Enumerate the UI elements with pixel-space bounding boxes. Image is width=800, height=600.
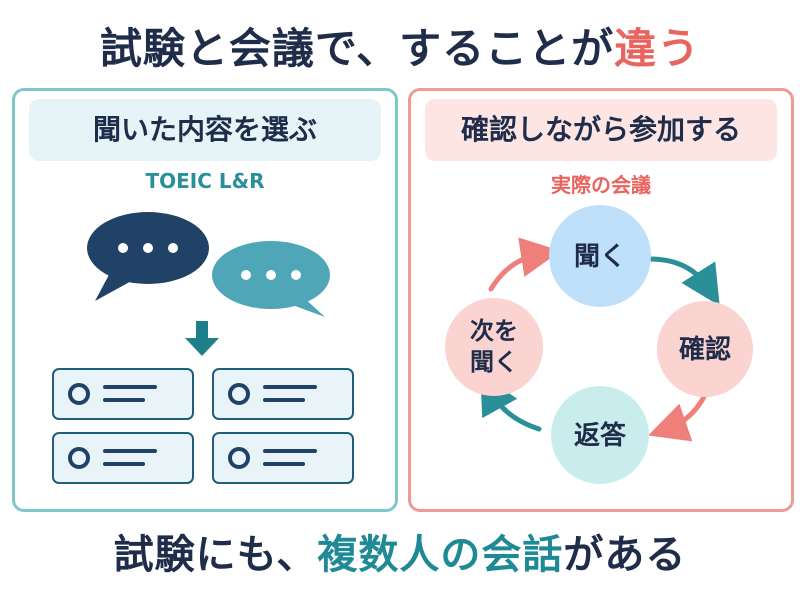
test-illustration <box>52 212 354 484</box>
footer-message: 試験にも、複数人の会話がある <box>0 520 800 590</box>
svg-text:聞く: 聞く <box>470 348 518 376</box>
meeting-panel-subheading: 実際の会議 <box>551 173 651 197</box>
cycle-arrow-icon <box>488 237 561 292</box>
cycle-node-listen: 聞く <box>549 205 651 307</box>
footer-text-before: 試験にも、 <box>113 532 318 578</box>
meeting-panel-heading: 確認しながら参加する <box>425 99 777 161</box>
meeting-panel: 確認しながら参加する 実際の会議 聞く 確認 返答 <box>408 88 794 512</box>
svg-text:次を: 次を <box>470 317 518 345</box>
answer-option-icon <box>212 432 354 484</box>
test-panel-subheading: TOEIC L&R <box>145 169 265 193</box>
svg-text:聞く: 聞く <box>574 242 626 272</box>
test-panel: 聞いた内容を選ぶ TOEIC L&R <box>12 88 398 512</box>
cycle-node-confirm: 確認 <box>657 301 753 397</box>
svg-text:確認: 確認 <box>679 334 731 365</box>
page-title: 試験と会議で、することが違う <box>0 14 800 84</box>
test-panel-heading: 聞いた内容を選ぶ <box>29 99 381 161</box>
speech-bubble-icon <box>212 241 330 317</box>
down-arrow-icon <box>185 321 219 356</box>
speech-bubble-icon <box>87 212 209 301</box>
answer-option-icon <box>52 432 194 484</box>
cycle-arrow-icon <box>647 256 720 306</box>
footer-text-emphasis: 複数人の会話 <box>317 532 564 578</box>
svg-text:返答: 返答 <box>574 420 627 451</box>
cycle-arrow-icon <box>480 373 542 432</box>
meeting-cycle-diagram: 聞く 確認 返答 次を 聞く <box>445 205 753 484</box>
cycle-node-reply: 返答 <box>551 386 649 484</box>
title-emphasis: 違う <box>614 24 701 73</box>
cycle-node-listen-next: 次を 聞く <box>445 298 543 396</box>
answer-option-icon <box>52 368 194 420</box>
footer-text-after: がある <box>563 532 687 578</box>
answer-option-icon <box>212 368 354 420</box>
title-main: 試験と会議で、することが <box>99 24 615 73</box>
